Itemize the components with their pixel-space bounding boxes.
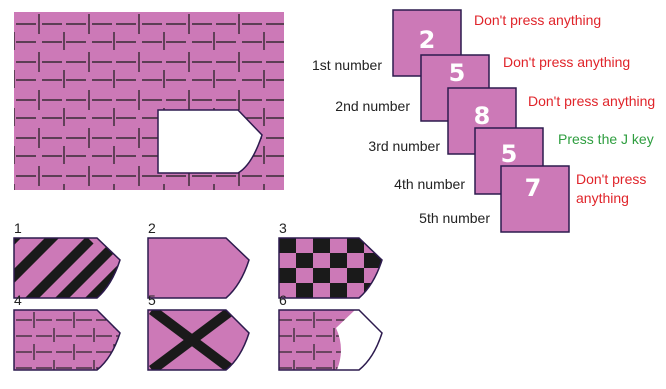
sequence-digit-3: 8 (474, 102, 491, 130)
option-2-number: 2 (148, 220, 156, 236)
instruction-5-line-2: anything (576, 190, 629, 206)
sequence-digit-4: 5 (501, 140, 518, 168)
option-5-number: 5 (148, 292, 156, 308)
sequence-label-3: 3rd number (368, 138, 440, 154)
sequence-card-5: 7 (501, 166, 569, 232)
instruction-3: Don't press anything (528, 93, 655, 109)
option-3-number: 3 (279, 220, 287, 236)
instruction-1: Don't press anything (474, 12, 601, 28)
instruction-5-line-1: Don't press (576, 171, 646, 187)
sequence-digit-1: 2 (419, 26, 436, 54)
option-3[interactable] (279, 238, 389, 300)
option-6-number: 6 (279, 292, 287, 308)
sequence-label-4: 4th number (394, 176, 465, 192)
instruction-4: Press the J key (558, 131, 654, 147)
option-4-number: 4 (14, 292, 22, 308)
sequence-label-1: 1st number (312, 57, 382, 73)
option-2[interactable] (148, 238, 249, 298)
sequence-label-5: 5th number (419, 210, 490, 226)
option-5[interactable] (148, 310, 258, 372)
option-4[interactable] (14, 310, 124, 372)
option-1-number: 1 (14, 220, 22, 236)
instruction-2: Don't press anything (503, 54, 630, 70)
puzzle-missing-piece (158, 110, 262, 173)
puzzle-image (14, 12, 284, 190)
sequence-digit-5: 7 (525, 174, 542, 202)
sequence-label-2: 2nd number (335, 98, 410, 114)
sequence: 2 Don't press anything 1st number 5 Don'… (312, 10, 655, 232)
options: 1 2 3 (0, 220, 390, 372)
sequence-digit-2: 5 (449, 59, 466, 87)
option-6[interactable] (279, 310, 390, 372)
